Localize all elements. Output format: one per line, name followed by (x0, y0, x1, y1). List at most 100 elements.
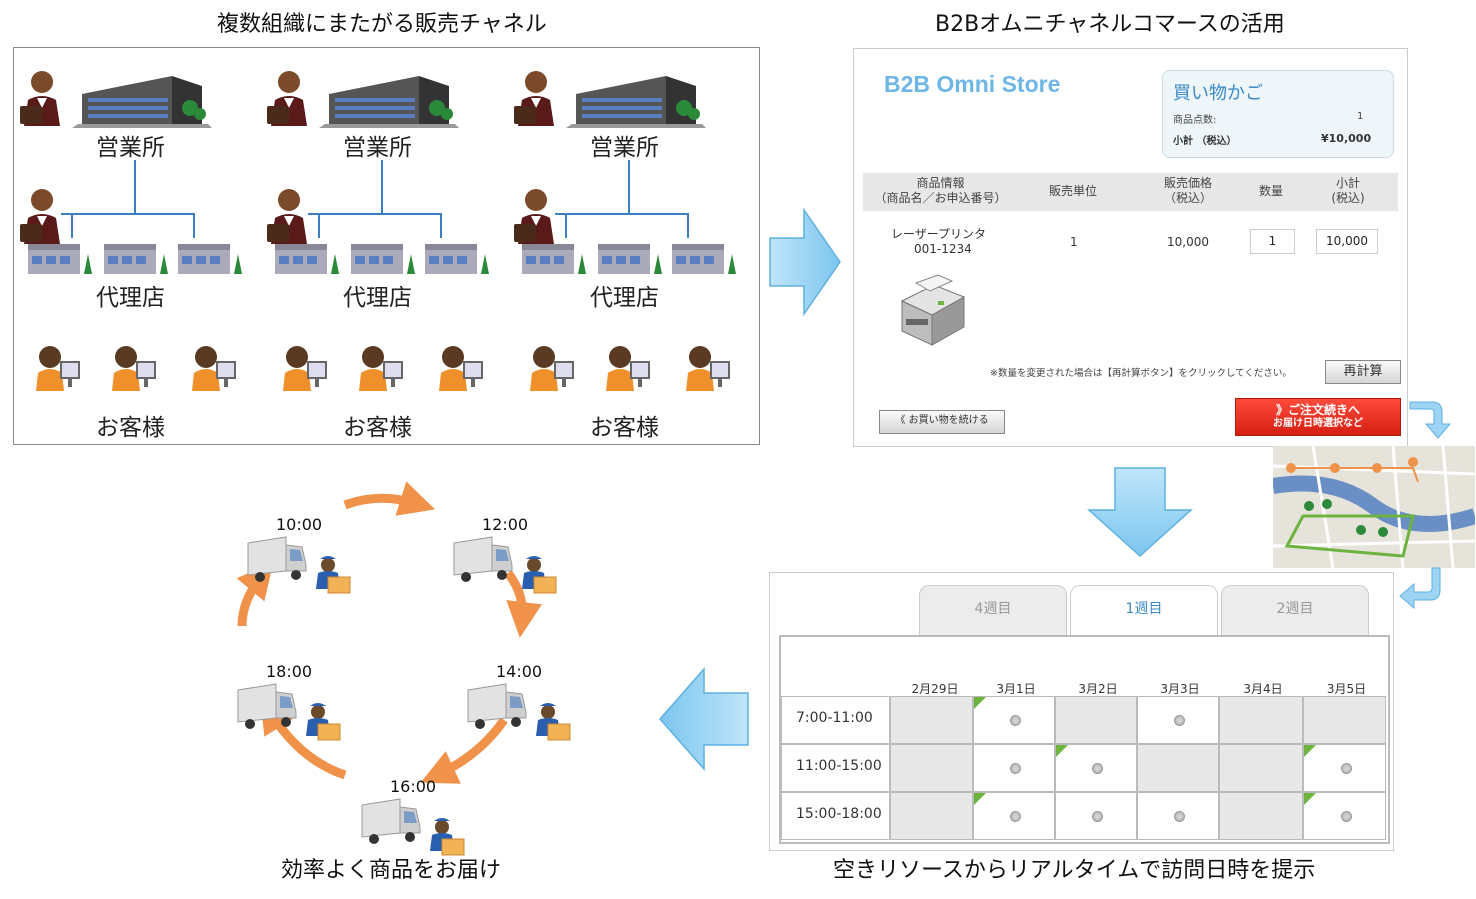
recalc-note: ※数量を変更された場合は【再計算ボタン】をクリックしてください。 (990, 368, 1292, 379)
customer-icon (530, 346, 574, 391)
header-subtotal-sub: (税込) (1331, 191, 1365, 205)
delivery-cycle (200, 480, 600, 850)
slot-unavailable (1219, 792, 1303, 840)
org-chart-panel: 営業所 代理店 お客様 営業所 (13, 47, 760, 445)
radio-dot-icon[interactable] (1340, 763, 1352, 774)
office-building-icon (319, 76, 459, 128)
office-label: 営業所 (590, 135, 659, 161)
curved-arrow-down-icon (1409, 401, 1452, 439)
org-column: 営業所 代理店 お客様 (261, 48, 509, 444)
tab-week-1[interactable]: 1週目 (1070, 585, 1218, 637)
slot-row-header: 15:00-18:00 (781, 792, 890, 840)
customer-icon (283, 346, 327, 391)
slot-unavailable (1303, 696, 1386, 744)
header-subtotal: 小計 (1335, 176, 1360, 190)
recalc-button[interactable]: 再計算 (1325, 360, 1401, 384)
new-flag-icon (974, 793, 986, 805)
agency-store-icon (275, 244, 339, 274)
laser-printer-icon (900, 274, 966, 346)
cart-title: 買い物かご (1173, 83, 1263, 104)
agency-label: 代理店 (96, 285, 165, 311)
header-item-info: 商品情報 (916, 176, 965, 190)
day-header: 2月29日 (911, 682, 959, 696)
slot-unavailable (890, 792, 973, 840)
agency-label: 代理店 (343, 285, 412, 311)
arrow-down-icon (1087, 467, 1193, 558)
arrow-left-icon (659, 667, 749, 771)
slot-available[interactable] (1303, 792, 1386, 840)
agency-store-icon (178, 244, 242, 274)
org-column: 営業所 代理店 お客様 (14, 48, 262, 444)
customer-icon (359, 346, 403, 391)
slot-available[interactable] (1303, 744, 1386, 792)
agency-store-icon (28, 244, 92, 274)
cart-count-value: 1 (1357, 111, 1364, 122)
cycle-arrows (236, 481, 543, 784)
proceed-order-sublabel: お届け日時選択など (1273, 418, 1363, 429)
slot-available[interactable] (1137, 696, 1219, 744)
delivery-time-label: 14:00 (496, 662, 543, 681)
new-flag-icon (974, 697, 986, 709)
proceed-order-button[interactable]: 》ご注文続きへ お届け日時選択など (1235, 398, 1401, 436)
radio-dot-icon[interactable] (1010, 811, 1021, 822)
slot-available[interactable] (973, 744, 1055, 792)
customer-label: お客様 (590, 415, 659, 441)
delivery-truck-icon (247, 536, 351, 594)
salesperson-icon (267, 71, 307, 126)
agency-store-icon (104, 244, 168, 274)
customer-icon (192, 346, 236, 391)
delivery-truck-icon (467, 683, 571, 741)
delivery-time-label: 18:00 (266, 662, 313, 681)
day-header: 3月5日 (1326, 682, 1367, 696)
header-price: 販売価格 (1163, 176, 1212, 190)
delivery-truck-icon (237, 683, 341, 741)
tab-week-2[interactable]: 2週目 (1221, 585, 1369, 636)
radio-dot-icon[interactable] (1174, 715, 1185, 726)
cart-summary: 買い物かご 商品点数: 1 小計 （税込） ¥10,000 (1162, 70, 1394, 158)
tab-week-4[interactable]: 4週目 (919, 585, 1067, 636)
delivery-time-label: 16:00 (390, 777, 437, 796)
product-name[interactable]: レーザープリンタ (891, 227, 987, 241)
radio-dot-icon[interactable] (1010, 763, 1021, 774)
agency-label: 代理店 (590, 285, 659, 311)
visit-calendar-panel: 4週目 1週目 2週目 2月29日 3月1日 3月2日 3月3日 3月4日 3月… (769, 572, 1394, 851)
customer-label: お客様 (96, 415, 165, 441)
day-header: 3月2日 (1078, 682, 1118, 696)
slot-available[interactable] (973, 792, 1055, 840)
slot-available[interactable] (1055, 792, 1137, 840)
radio-dot-icon[interactable] (1092, 763, 1103, 774)
agency-store-icon (425, 244, 489, 274)
continue-shopping-button[interactable]: 《 お買い物を続ける (879, 410, 1005, 434)
slot-available[interactable] (1137, 792, 1219, 840)
org-columns: 営業所 代理店 お客様 営業所 (14, 48, 759, 444)
day-header: 3月4日 (1243, 682, 1283, 696)
cart-count-label: 商品点数: (1173, 115, 1217, 126)
radio-dot-icon[interactable] (1174, 811, 1185, 822)
quantity-input[interactable]: 1 (1250, 229, 1295, 254)
calendar-grid: 2月29日 3月1日 3月2日 3月3日 3月4日 3月5日 7:00-11:0… (779, 635, 1390, 844)
office-building-icon (72, 76, 212, 128)
curved-arrow-left-icon (1399, 567, 1441, 610)
product-code: 001-1234 (914, 242, 972, 256)
cart-subtotal-value: ¥10,000 (1321, 132, 1372, 145)
customer-icon (36, 346, 80, 391)
agency-store-icon (351, 244, 415, 274)
slot-unavailable (1219, 744, 1303, 792)
slot-available[interactable] (1055, 744, 1137, 792)
agency-store-icon (672, 244, 736, 274)
radio-dot-icon[interactable] (1010, 715, 1021, 726)
slot-unavailable (890, 696, 973, 744)
slot-available[interactable] (973, 696, 1055, 744)
delivery-time-label: 10:00 (276, 515, 323, 534)
salesperson-icon (20, 189, 60, 244)
customer-icon (112, 346, 156, 391)
radio-dot-icon[interactable] (1092, 811, 1103, 822)
radio-dot-icon[interactable] (1340, 811, 1352, 822)
city-map-icon (1273, 446, 1475, 568)
title-efficient-delivery: 効率よく商品をお届け (281, 858, 502, 883)
salesperson-icon (20, 71, 60, 126)
slot-unavailable (1219, 696, 1303, 744)
customer-icon (439, 346, 483, 391)
new-flag-icon (1304, 745, 1316, 757)
store-brand: B2B Omni Store (884, 71, 1061, 97)
